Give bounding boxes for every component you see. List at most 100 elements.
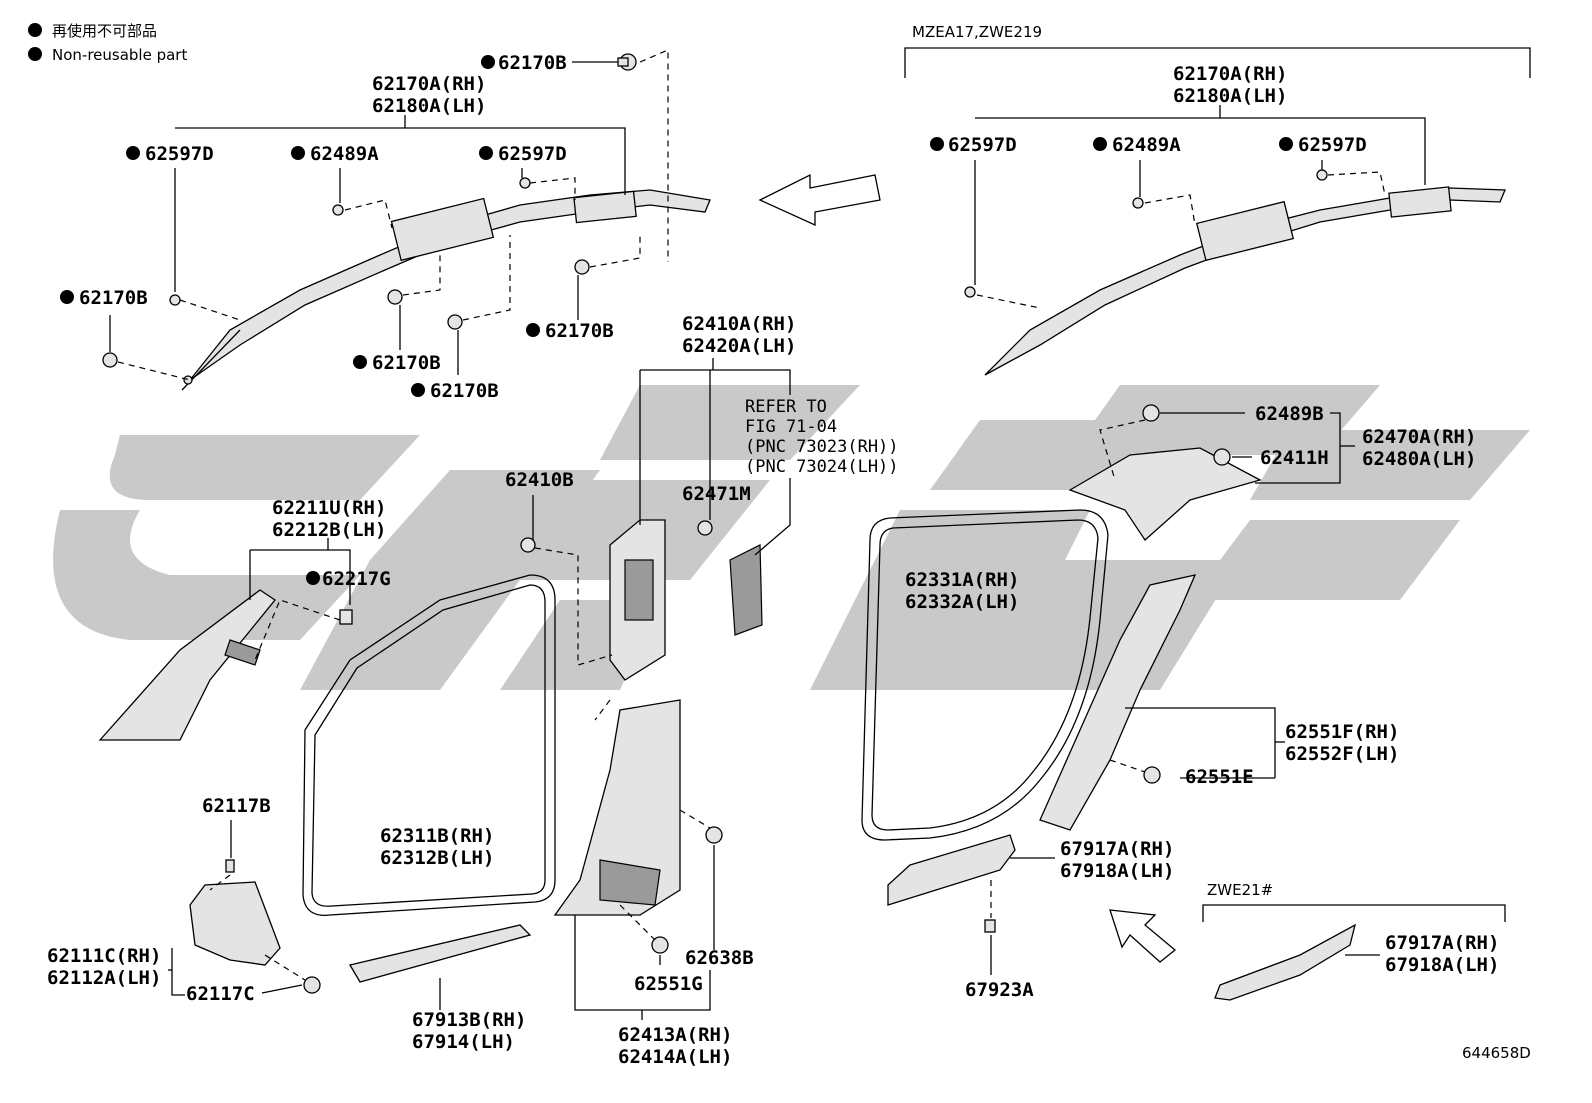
rear-door-weatherstrip: [861, 509, 1109, 841]
part-label: 62470A(RH): [1362, 426, 1476, 448]
labels-rear-weatherstrip: 62331A(RH) 62332A(LH): [905, 569, 1019, 613]
part-label: 62597D: [948, 134, 1017, 156]
refer-note: REFER TO: [745, 397, 827, 417]
part-label: 62212B(LH): [272, 519, 386, 541]
labels-rear-scuff: 67917A(RH) 67918A(LH) 67923A: [965, 838, 1174, 1001]
front-door-weatherstrip: [302, 574, 556, 916]
part-label: 62413A(RH): [618, 1024, 732, 1046]
arrow-left-icon: [758, 173, 881, 227]
part-label: 62551F(RH): [1285, 721, 1399, 743]
clip-parts-left: [102, 53, 637, 368]
part-label: 62471M: [682, 483, 751, 505]
part-label: 62480A(LH): [1362, 448, 1476, 470]
variant-bracket: [1202, 904, 1506, 922]
part-label: 62489B: [1255, 403, 1324, 425]
part-label: 62552F(LH): [1285, 743, 1399, 765]
part-label: 62410A(RH): [682, 313, 796, 335]
labels-front-scuff: 67913B(RH) 67914(LH): [412, 1009, 526, 1053]
refer-note: FIG 71-04: [745, 417, 837, 437]
labels-center-lower: 62638B 62551G 62413A(RH) 62414A(LH): [618, 947, 754, 1068]
part-label: 67918A(LH): [1060, 860, 1174, 882]
part-label: 62170B: [372, 352, 441, 374]
front-scuff-plate: [348, 924, 532, 983]
labels-front-pillar: 62211U(RH) 62212B(LH) 62217G: [272, 497, 391, 590]
variant-label-top: MZEA17,ZWE219: [912, 23, 1042, 41]
part-label: 62414A(LH): [618, 1046, 732, 1068]
part-label: 62411H: [1260, 447, 1329, 469]
leader-lines-rear-pillar: [1109, 707, 1285, 779]
part-label: 62638B: [685, 947, 754, 969]
part-label: 62420A(LH): [682, 335, 796, 357]
leader-lines-pillar: [532, 358, 791, 666]
part-label: 62312B(LH): [380, 847, 494, 869]
legend: 再使用不可部品 Non-reusable part: [28, 22, 187, 64]
part-label: 62489A: [310, 143, 379, 165]
cowl-side-trim: [189, 859, 321, 994]
labels-top-right: 62170A(RH) 62180A(LH) 62597D 62489A 6259…: [930, 63, 1367, 156]
part-label: 62170B: [79, 287, 148, 309]
legend-text-en: Non-reusable part: [52, 46, 187, 64]
labels-rear-pillar: 62551F(RH) 62552F(LH) 62551E: [1185, 721, 1399, 788]
part-label: 67914(LH): [412, 1031, 515, 1053]
part-label: 62597D: [1298, 134, 1367, 156]
part-label: 62551E: [1185, 766, 1254, 788]
leader-lines-center-lower: [574, 699, 715, 1020]
leader-lines-left: [109, 49, 669, 381]
part-label: 67923A: [965, 979, 1034, 1001]
part-label: 62170B: [545, 320, 614, 342]
rear-scuff-plate-variant: [1214, 923, 1356, 1001]
part-label: 62117B: [202, 795, 271, 817]
labels-cowl: 62117B 62111C(RH) 62112A(LH) 62117C: [47, 795, 271, 1005]
part-label: 62311B(RH): [380, 825, 494, 847]
labels-variant: 67917A(RH) 67918A(LH): [1385, 932, 1499, 976]
refer-note: (PNC 73023(RH)): [745, 437, 899, 457]
arrow-up-left-icon: [1109, 909, 1177, 963]
part-label: 62170A(RH): [1173, 63, 1287, 85]
center-pillar-lower: [553, 699, 723, 954]
rear-scuff-plate: [887, 834, 1016, 933]
bullet-icon: [28, 23, 42, 37]
part-label: 62597D: [498, 143, 567, 165]
diagram-id: 644658D: [1462, 1044, 1531, 1062]
labels-pillar: 62410A(RH) 62420A(LH) REFER TO FIG 71-04…: [505, 313, 899, 505]
rear-pillar-lower: [1039, 574, 1197, 831]
leader-lines-rear-scuff: [990, 857, 1055, 975]
part-label: 67913B(RH): [412, 1009, 526, 1031]
part-label: 62217G: [322, 568, 391, 590]
front-pillar-garnish: [98, 589, 353, 741]
part-label: 62331A(RH): [905, 569, 1019, 591]
roof-airbag-assembly-right: [964, 169, 1506, 376]
leader-lines-front-pillar: [249, 538, 351, 661]
part-label: 62180A(LH): [372, 95, 486, 117]
part-label: 62597D: [145, 143, 214, 165]
part-label: 62332A(LH): [905, 591, 1019, 613]
part-label: 62117C: [186, 983, 255, 1005]
variant-label-bottom: ZWE21#: [1207, 881, 1273, 899]
part-label: 67918A(LH): [1385, 954, 1499, 976]
bullet-icon: [28, 47, 42, 61]
labels-front-weatherstrip: 62311B(RH) 62312B(LH): [380, 825, 494, 869]
roof-side-garnish: [1068, 404, 1262, 541]
part-label: 62211U(RH): [272, 497, 386, 519]
part-label: 62111C(RH): [47, 945, 161, 967]
variant-bracket: [904, 47, 1531, 78]
leader-lines-cowl: [168, 820, 306, 996]
part-label: 62170B: [430, 380, 499, 402]
leader-lines-right: [974, 105, 1426, 309]
part-label: 62489A: [1112, 134, 1181, 156]
part-label: 67917A(RH): [1060, 838, 1174, 860]
part-label: 62180A(LH): [1173, 85, 1287, 107]
part-label: 62170B: [498, 52, 567, 74]
refer-note: (PNC 73024(LH)): [745, 457, 899, 477]
roof-airbag-assembly-left: [181, 189, 711, 391]
labels-top-left: 62170B 62170A(RH) 62180A(LH) 62597D 6248…: [60, 52, 614, 402]
part-label: 62551G: [634, 973, 703, 995]
legend-text-jp: 再使用不可部品: [52, 22, 157, 40]
leader-lines-roof-garnish: [1099, 412, 1355, 484]
center-pillar-upper: [520, 519, 763, 681]
part-label: 62170A(RH): [372, 73, 486, 95]
labels-roof-garnish: 62489B 62411H 62470A(RH) 62480A(LH): [1255, 403, 1476, 470]
part-label: 62410B: [505, 469, 574, 491]
